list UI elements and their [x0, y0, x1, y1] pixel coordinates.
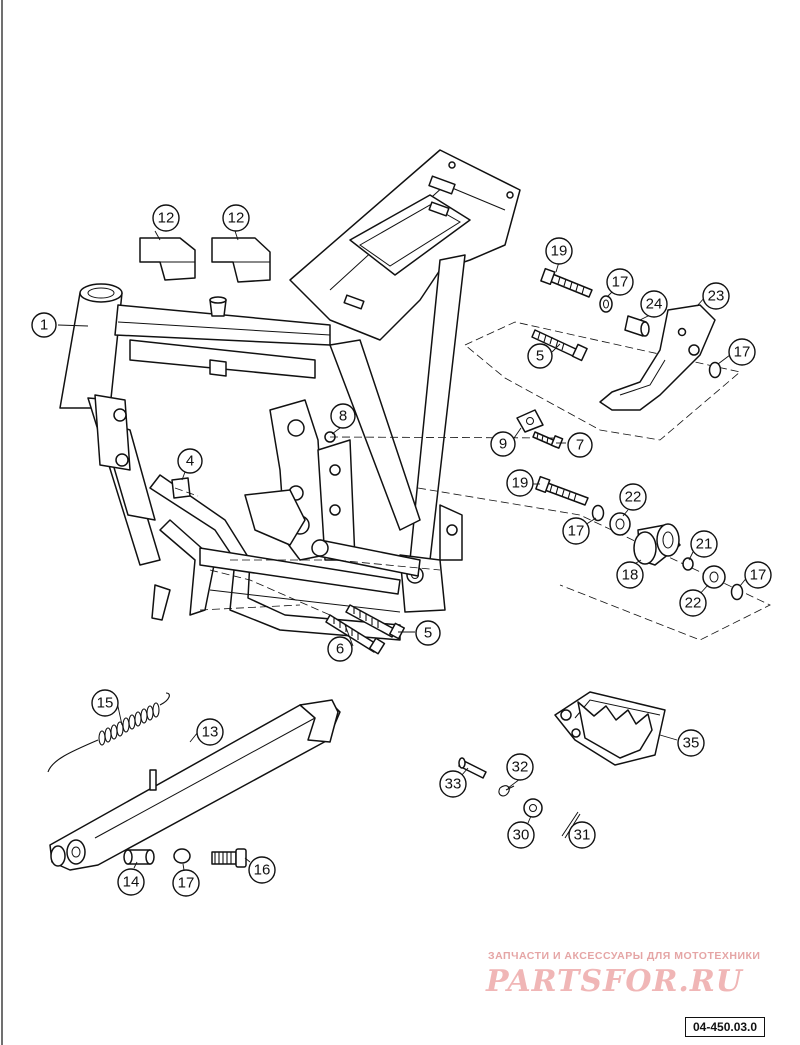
callout-14: 14: [117, 868, 145, 896]
callout-7: 7: [567, 432, 593, 458]
frame-covers-group: [139, 237, 271, 283]
svg-text:7: 7: [576, 437, 584, 454]
svg-text:12: 12: [228, 210, 245, 227]
svg-text:19: 19: [512, 475, 529, 492]
svg-text:21: 21: [696, 536, 713, 553]
callout-4: 4: [177, 448, 203, 474]
svg-text:31: 31: [574, 827, 591, 844]
svg-text:17: 17: [612, 274, 629, 291]
assembly-lines: [174, 321, 771, 641]
callout-8: 8: [330, 403, 356, 429]
callout-19: 19: [506, 469, 534, 497]
callout-24: 24: [640, 290, 668, 318]
svg-text:19: 19: [551, 243, 568, 260]
callout-17: 17: [562, 517, 590, 545]
side-stand-group: [47, 692, 341, 871]
brake-pedal-group: [516, 267, 722, 449]
svg-text:1: 1: [40, 317, 48, 334]
svg-text:14: 14: [123, 874, 140, 891]
callout-16: 16: [248, 856, 276, 884]
callout-35: 35: [677, 729, 705, 757]
svg-text:6: 6: [336, 641, 344, 658]
callout-12: 12: [152, 204, 180, 232]
svg-text:22: 22: [625, 489, 642, 506]
footpeg-group: [458, 691, 666, 839]
callout-13: 13: [196, 718, 224, 746]
callout-22: 22: [679, 589, 707, 617]
callout-30: 30: [507, 821, 535, 849]
svg-text:23: 23: [708, 288, 725, 305]
svg-text:18: 18: [622, 567, 639, 584]
svg-text:5: 5: [424, 625, 432, 642]
svg-text:17: 17: [178, 875, 195, 892]
diagram-code: 04-450.03.0: [685, 1017, 766, 1037]
callout-23: 23: [702, 282, 730, 310]
svg-text:13: 13: [202, 724, 219, 741]
svg-text:12: 12: [158, 210, 175, 227]
svg-text:33: 33: [445, 776, 462, 793]
callout-1: 1: [31, 312, 57, 338]
svg-text:30: 30: [513, 827, 530, 844]
callout-12: 12: [222, 204, 250, 232]
callout-17: 17: [728, 338, 756, 366]
svg-text:35: 35: [683, 735, 700, 752]
footpeg-mount-group: [535, 475, 744, 601]
callout-18: 18: [616, 561, 644, 589]
callout-17: 17: [172, 869, 200, 897]
svg-text:17: 17: [568, 523, 585, 540]
callout-17: 17: [606, 268, 634, 296]
callout-15: 15: [91, 689, 119, 717]
callout-33: 33: [439, 770, 467, 798]
callout-19: 19: [545, 237, 573, 265]
svg-text:24: 24: [646, 296, 663, 313]
svg-text:32: 32: [512, 759, 529, 776]
callout-9: 9: [490, 431, 516, 457]
callout-6: 6: [327, 636, 353, 662]
svg-text:17: 17: [734, 344, 751, 361]
watermark-tagline: ЗАПЧАСТИ И АКСЕССУАРЫ ДЛЯ МОТОТЕХНИКИ: [488, 950, 761, 962]
callout-5: 5: [415, 620, 441, 646]
svg-text:22: 22: [685, 595, 702, 612]
frame-part: [59, 149, 521, 655]
callout-31: 31: [568, 821, 596, 849]
callout-21: 21: [690, 530, 718, 558]
svg-text:15: 15: [97, 695, 114, 712]
svg-text:5: 5: [536, 348, 544, 365]
callout-22: 22: [619, 483, 647, 511]
svg-text:16: 16: [254, 862, 271, 879]
callout-5: 5: [527, 343, 553, 369]
svg-text:4: 4: [186, 453, 194, 470]
callout-17: 17: [744, 561, 772, 589]
svg-text:8: 8: [339, 408, 347, 425]
svg-text:9: 9: [499, 436, 507, 453]
callout-32: 32: [506, 753, 534, 781]
svg-text:17: 17: [750, 567, 767, 584]
watermark-logo: PARTSFOR.RU: [486, 964, 743, 999]
